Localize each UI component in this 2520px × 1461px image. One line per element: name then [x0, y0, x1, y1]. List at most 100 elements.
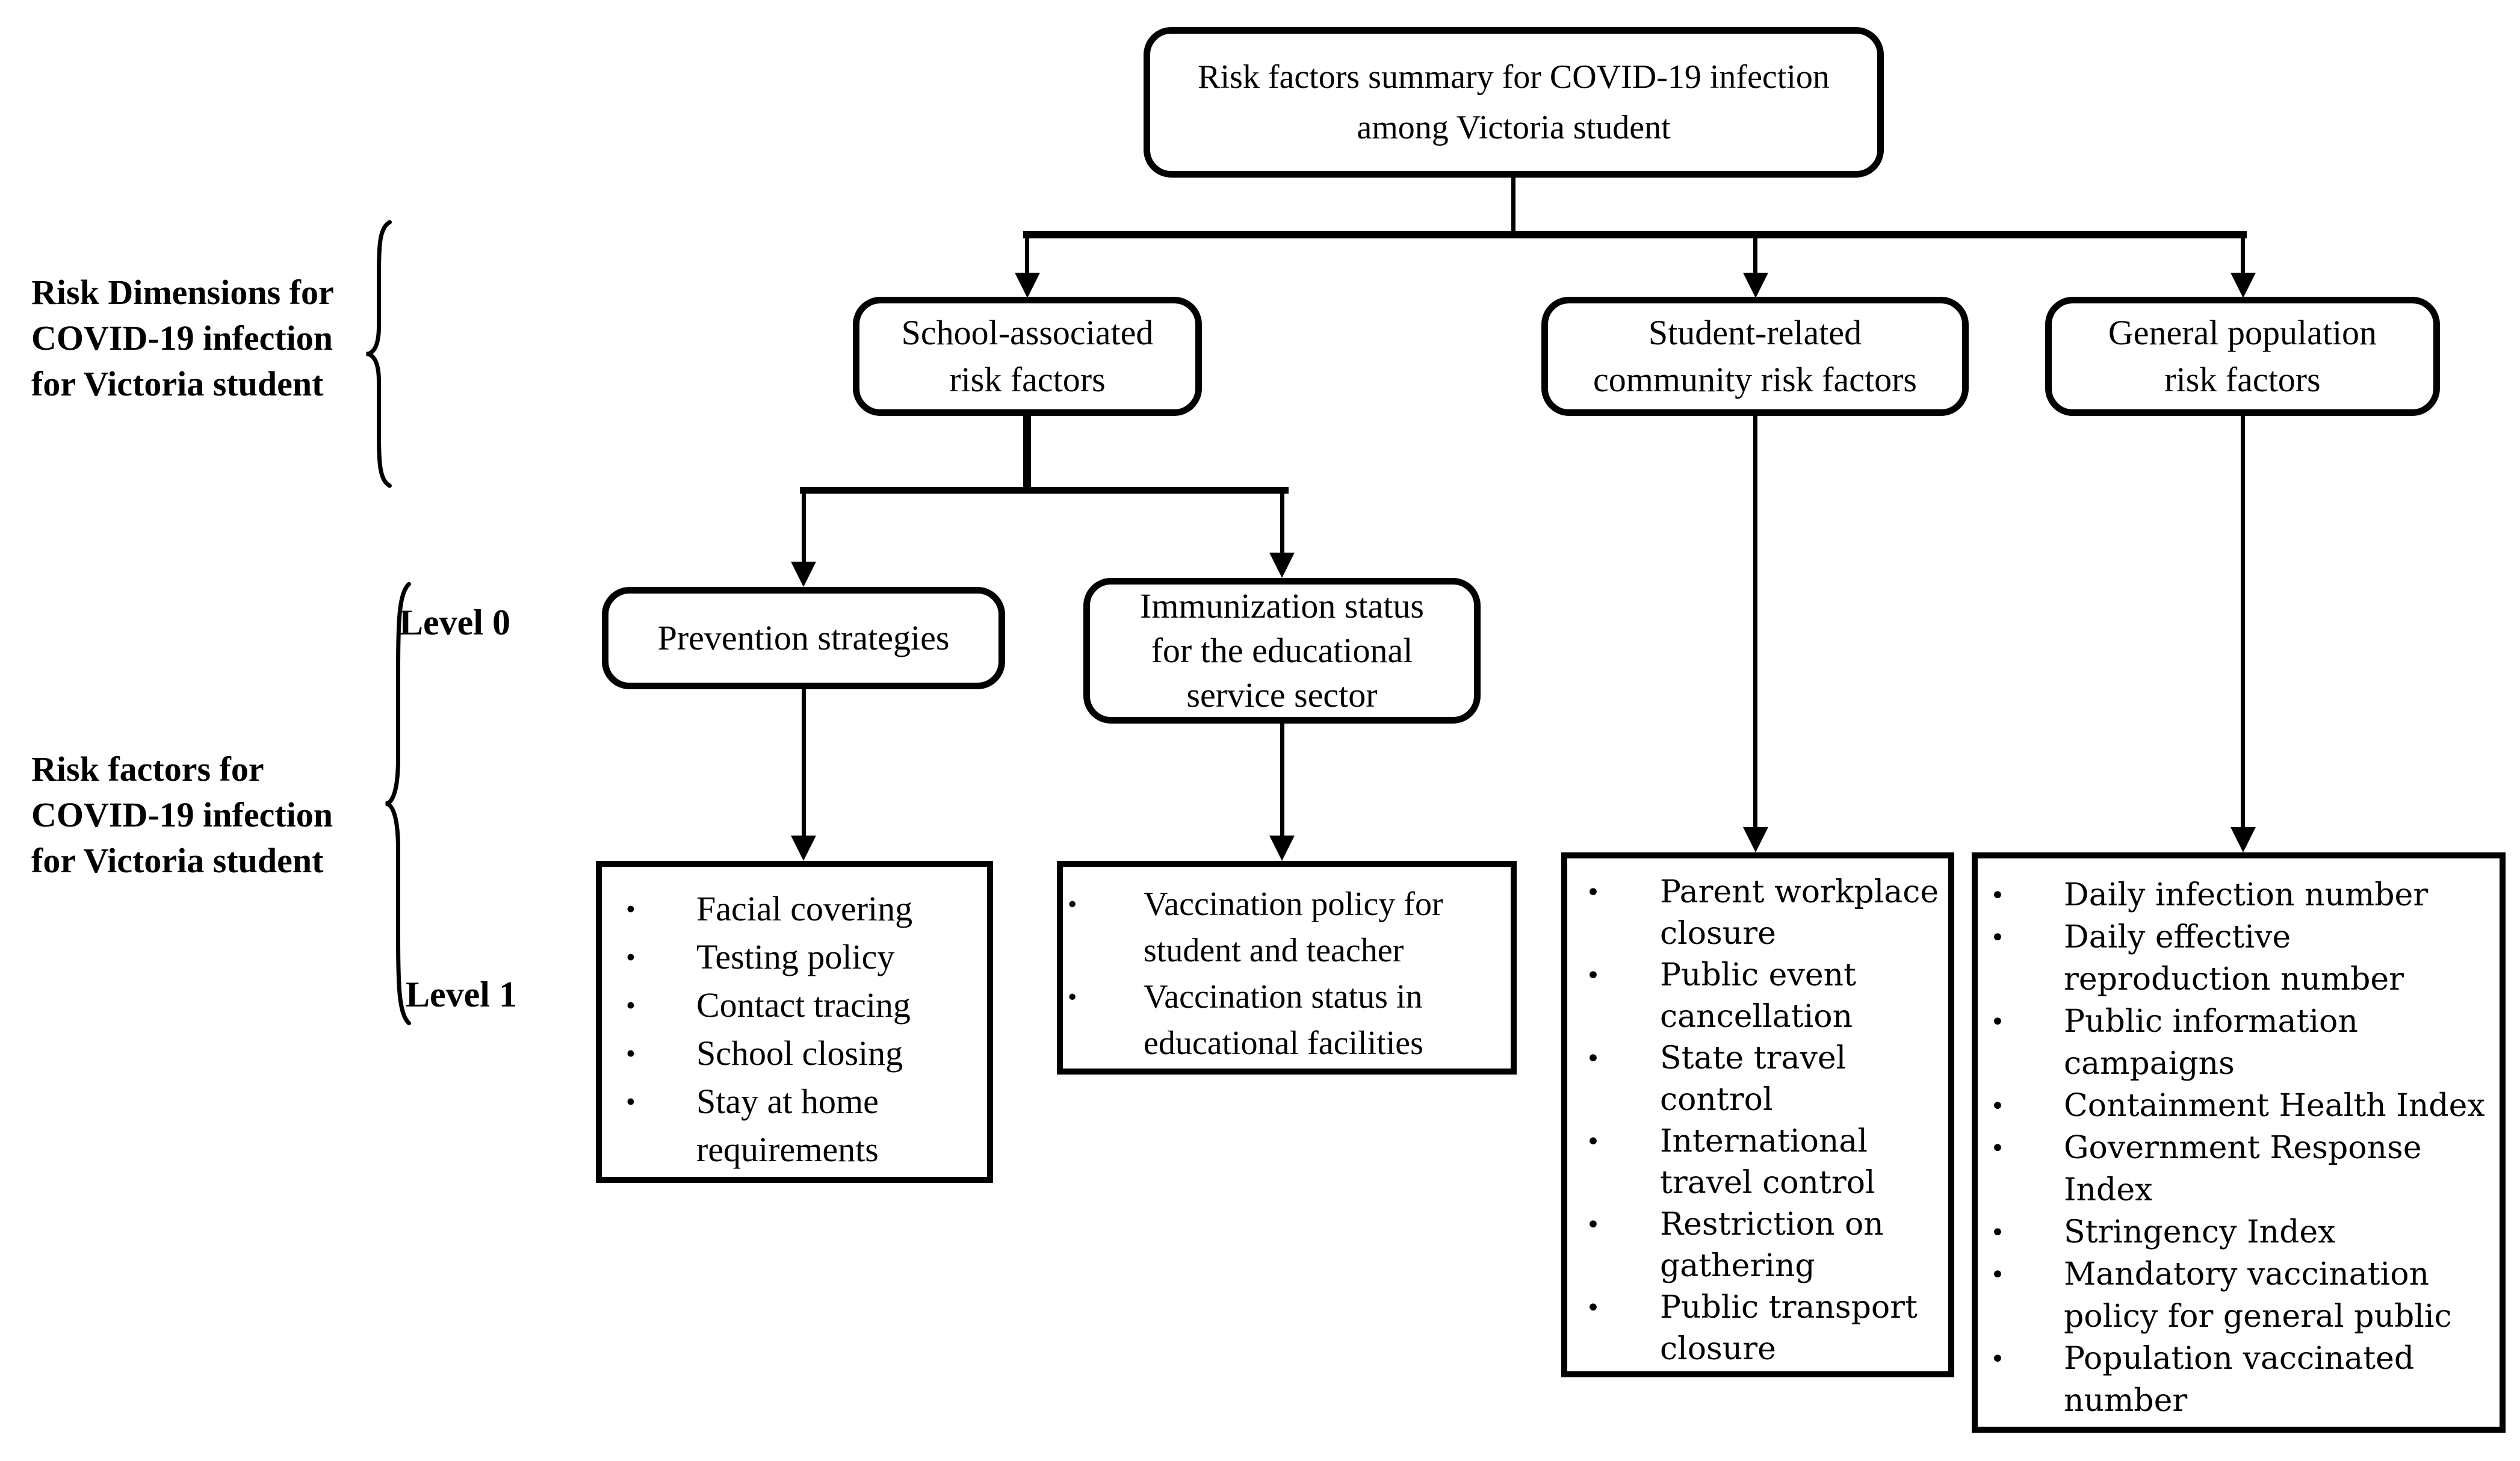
list-item: • Restriction on gathering: [1586, 1204, 1941, 1287]
list-item: • Testing policy: [626, 933, 976, 981]
connector-level0-bar: [800, 487, 1289, 494]
list-item-text: Parent workplace closure: [1660, 874, 1939, 952]
list-item: • Population vaccinated number: [1990, 1338, 2492, 1422]
node-general-population: General population risk factors: [2045, 297, 2440, 416]
connector-immunization-leaf: [1280, 724, 1284, 838]
connector-student-leaf: [1753, 416, 1757, 830]
arrowhead-student-leaf: [1743, 827, 1768, 852]
list-item-text: State travel control: [1660, 1040, 1847, 1118]
list-item: • State travel control: [1586, 1038, 1941, 1121]
connector-drop-immunization: [1280, 494, 1284, 555]
list-item: • Daily effective reproduction number: [1990, 916, 2492, 1000]
level-1-label: Level 1: [406, 975, 517, 1014]
bullet-icon: •: [1990, 1260, 2005, 1289]
list-item: • Mandatory vaccination policy for genera…: [1990, 1253, 2492, 1338]
list-item-text: Vaccination status in educational facili…: [1144, 978, 1423, 1062]
list-item-text: Daily infection number: [2064, 877, 2429, 913]
list-item: • Stay at home requirements: [626, 1078, 976, 1174]
list-item-text: Contact tracing: [696, 985, 911, 1025]
bullet-icon: •: [1068, 982, 1077, 1011]
bullet-icon: •: [1990, 1344, 2005, 1373]
list-item-text: Public information campaigns: [2064, 1003, 2358, 1082]
bullet-icon: •: [626, 990, 636, 1020]
arrowhead-student: [1743, 273, 1768, 298]
list-item: • School closing: [626, 1029, 976, 1078]
arrowhead-immunization: [1269, 553, 1295, 578]
connector-dimensions-bar: [1023, 231, 2247, 238]
list-item-text: Population vaccinated number: [2064, 1341, 2415, 1419]
bullet-icon: •: [1990, 1091, 2005, 1120]
curly-brace-factors: [379, 575, 415, 1032]
list-item: • Containment Health Index: [1990, 1085, 2492, 1127]
level-0-label: Level 0: [399, 603, 510, 642]
node-student-community: Student-related community risk factors: [1541, 297, 1969, 416]
arrowhead-prevention: [791, 562, 816, 587]
list-item-text: School closing: [696, 1034, 903, 1073]
list-item-text: Facial covering: [696, 889, 913, 928]
list-item: • Vaccination policy for student and teac…: [1068, 881, 1501, 974]
bullet-icon: •: [1068, 890, 1077, 919]
leaf-prevention-factors: • Facial covering • Testing policy • Contact …: [596, 861, 993, 1183]
connector-school-stem: [1023, 415, 1031, 494]
curly-brace-dimensions: [360, 217, 396, 491]
node-immunization-status: Immunization status for the educational …: [1083, 578, 1481, 724]
bullet-icon: •: [626, 1087, 636, 1117]
list-item: • Public information campaigns: [1990, 1000, 2492, 1085]
list-item-text: Testing policy: [696, 937, 895, 976]
list-item: • Public event cancellation: [1586, 955, 1941, 1038]
list-item-text: Public event cancellation: [1660, 957, 1856, 1035]
list-item-text: Government Response Index: [2064, 1130, 2422, 1208]
list-item-text: Stringency Index: [2064, 1214, 2336, 1250]
connector-root-stem: [1511, 175, 1515, 235]
bullet-icon: •: [1990, 923, 2005, 952]
risk-dimensions-label: Risk Dimensions for COVID-19 infection f…: [31, 273, 334, 403]
leaf-immunization-factors: • Vaccination policy for student and teac…: [1057, 861, 1517, 1075]
connector-drop-general: [2241, 238, 2245, 275]
list-item: • Government Response Index: [1990, 1127, 2492, 1211]
bullet-icon: •: [1586, 1127, 1600, 1156]
node-prevention-strategies: Prevention strategies: [602, 587, 1005, 689]
list-item: • Vaccination status in educational facil…: [1068, 974, 1501, 1067]
arrowhead-general-leaf: [2231, 827, 2256, 852]
bullet-icon: •: [1990, 1134, 2005, 1162]
connector-drop-prevention: [802, 494, 806, 564]
list-item: • Facial covering: [626, 885, 976, 933]
risk-factors-label: Risk factors for COVID-19 infection for …: [31, 749, 333, 880]
root-node-risk-summary: Risk factors summary for COVID-19 infect…: [1144, 27, 1884, 178]
list-item: • International travel control: [1586, 1121, 1941, 1204]
list-item: • Public transport closure: [1586, 1287, 1941, 1370]
connector-prevention-leaf: [802, 689, 806, 838]
arrowhead-prevention-leaf: [791, 836, 816, 861]
list-item-text: Daily effective reproduction number: [2064, 919, 2404, 997]
list-item-text: Vaccination policy for student and teach…: [1144, 886, 1443, 969]
list-item-text: Stay at home requirements: [696, 1082, 879, 1169]
list-item: • Parent workplace closure: [1586, 872, 1941, 955]
leaf-general-population-factors: • Daily infection number • Daily effective …: [1972, 852, 2506, 1433]
list-item: • Daily infection number: [1990, 874, 2492, 916]
arrowhead-immunization-leaf: [1269, 836, 1295, 861]
bullet-icon: •: [1586, 1293, 1600, 1322]
connector-drop-school: [1025, 238, 1029, 275]
list-item-text: Containment Health Index: [2064, 1088, 2485, 1124]
list-item-text: Public transport closure: [1660, 1289, 1918, 1367]
bullet-icon: •: [626, 942, 636, 972]
arrowhead-school: [1015, 273, 1040, 298]
arrowhead-general: [2231, 273, 2256, 298]
bullet-icon: •: [626, 894, 636, 924]
bullet-icon: •: [1990, 1007, 2005, 1036]
connector-drop-student: [1753, 238, 1757, 275]
list-item-text: Restriction on gathering: [1660, 1206, 1884, 1284]
bullet-icon: •: [1586, 1210, 1600, 1239]
bullet-icon: •: [1586, 961, 1600, 990]
bullet-icon: •: [1990, 1218, 2005, 1247]
bullet-icon: •: [1990, 881, 2005, 910]
connector-general-leaf: [2241, 416, 2245, 830]
node-school-associated: School-associated risk factors: [853, 297, 1202, 416]
bullet-icon: •: [1586, 1044, 1600, 1073]
list-item: • Contact tracing: [626, 981, 976, 1029]
list-item-text: Mandatory vaccination policy for general…: [2064, 1256, 2452, 1335]
bullet-icon: •: [1586, 878, 1600, 907]
list-item: • Stringency Index: [1990, 1211, 2492, 1253]
list-item-text: International travel control: [1660, 1123, 1875, 1201]
bullet-icon: •: [626, 1038, 636, 1069]
